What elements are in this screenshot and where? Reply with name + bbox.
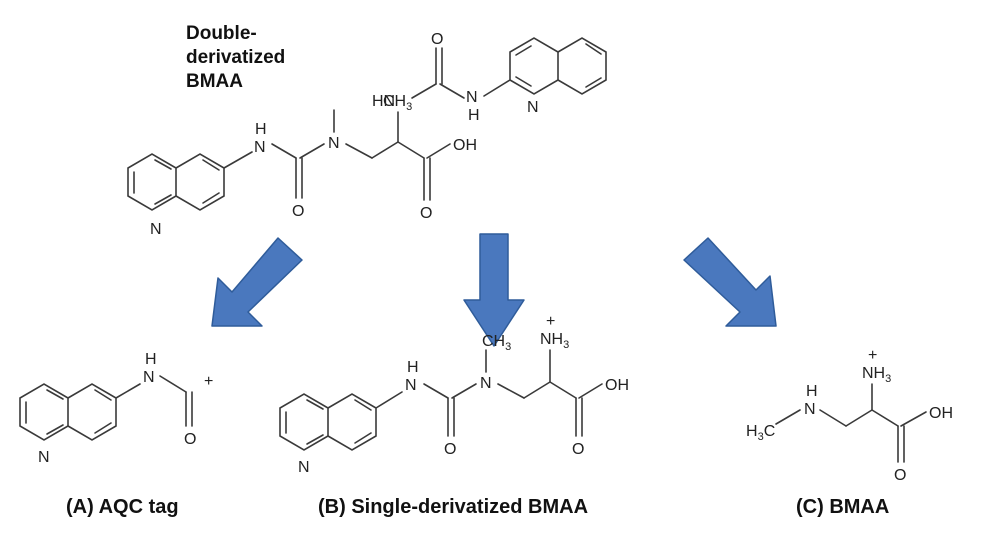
bond-to-oh: [426, 143, 451, 159]
c-n: N: [804, 401, 816, 418]
top-right-n: N: [466, 89, 478, 106]
arrow-center: [463, 233, 525, 347]
top-acid-o: O: [420, 205, 432, 222]
c-acid-o: O: [894, 467, 906, 484]
c-bond-ca-cooh: [871, 409, 899, 427]
a-o: O: [184, 431, 196, 448]
caption-bmaa: (C) BMAA: [796, 496, 890, 518]
b-nh3: NH3: [540, 331, 569, 351]
a-ring-n: N: [38, 449, 50, 466]
a-n: N: [143, 369, 155, 386]
top-ch3: CH3: [383, 93, 412, 113]
caption-single-derivatized-bmaa: (B) Single-derivatized BMAA: [318, 496, 589, 518]
a-bond-ring-n: [115, 383, 141, 399]
b-h: H: [407, 359, 419, 376]
b-bond-ch2-ca: [523, 381, 551, 399]
top-carbonyl: [435, 47, 443, 85]
top-left-ring-n: N: [150, 221, 162, 238]
a-h: H: [145, 351, 157, 368]
bond-c-to-nh: [439, 83, 465, 99]
b-ch3: CH3: [482, 333, 511, 353]
bond-nh-to-carbonyl: [271, 143, 297, 159]
c-acid-carbonyl: [897, 425, 905, 463]
a-carbonyl: [185, 391, 193, 427]
c-charge: +: [868, 347, 877, 364]
c-h: H: [806, 383, 818, 400]
bond-ca-to-cooh: [397, 141, 425, 159]
arrow-left: [211, 237, 303, 327]
a-bond-n-c: [159, 375, 187, 393]
bond-carbonyl-to-n: [299, 143, 325, 159]
carbonyl-double-bond: [295, 157, 303, 199]
b-bond-oh: [578, 383, 603, 399]
bond-ch2-to-ca: [371, 141, 399, 159]
b-n: N: [405, 377, 417, 394]
b-acid-o: O: [572, 441, 584, 458]
molecule-a-quinoline: [19, 383, 117, 441]
top-oh: OH: [453, 137, 477, 154]
c-nh3: NH3: [862, 365, 891, 385]
c-bond-oh: [900, 411, 927, 427]
top-hn: HN: [372, 93, 395, 110]
b-carbonyl: [447, 397, 455, 437]
b-bond-n-ch2: [497, 383, 525, 399]
molecule-b-quinoline: [279, 393, 377, 451]
c-oh: OH: [929, 405, 953, 422]
b-ring-n: N: [298, 459, 310, 476]
top-left-o: O: [292, 203, 304, 220]
bond-n-to-ch2: [345, 143, 373, 159]
c-bond-ch3-n: [775, 409, 801, 425]
top-o: O: [431, 31, 443, 48]
top-right-h: H: [468, 107, 480, 124]
b-methyl-n: N: [480, 375, 492, 392]
b-oh: OH: [605, 377, 629, 394]
acid-carbonyl: [423, 157, 431, 201]
arrow-right: [683, 237, 777, 327]
b-bond-ring-nh: [375, 391, 403, 409]
top-quinoline-right: [509, 37, 607, 95]
c-bond-n-ch2: [819, 409, 847, 427]
b-bond-c-n: [451, 383, 477, 399]
b-bond-nh-c: [423, 383, 449, 399]
bond-hn-to-c: [411, 83, 437, 99]
caption-aqc-tag: (A) AQC tag: [66, 496, 179, 518]
a-charge: +: [204, 373, 213, 390]
diagram-title: Double- derivatized BMAA: [186, 23, 286, 92]
top-right-ring-n: N: [527, 99, 539, 116]
b-acid-carbonyl: [575, 397, 583, 437]
c-h3c: H3C: [746, 423, 775, 443]
bond-ring-to-nh: [223, 151, 253, 169]
c-bond-ch2-ca: [845, 409, 873, 427]
top-left-h: H: [255, 121, 267, 138]
top-left-n: N: [254, 139, 266, 156]
top-quinoline-left: [127, 153, 225, 211]
bond-nh-to-ring: [483, 79, 511, 97]
b-bond-ca-cooh: [549, 381, 577, 399]
b-charge: +: [546, 313, 555, 330]
b-o-urea: O: [444, 441, 456, 458]
top-methyl-n: N: [328, 135, 340, 152]
